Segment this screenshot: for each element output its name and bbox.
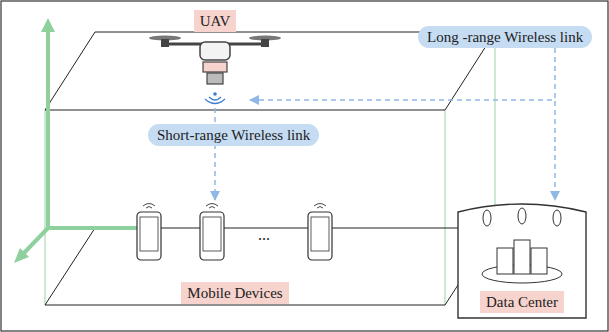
node-box: UAV (180, 10, 250, 108)
bottom-plane (45, 228, 495, 305)
data-center-building (458, 204, 586, 318)
drone-body (200, 42, 230, 60)
window (483, 210, 491, 226)
node-box: Mobile Devices (125, 200, 345, 304)
node-label: Data Center (480, 291, 564, 313)
node-box: Data Center (458, 200, 586, 313)
node-label: UAV (194, 10, 237, 32)
leader-line (554, 48, 556, 100)
wireless-link (250, 100, 555, 200)
server (531, 248, 547, 274)
wireless-link (214, 108, 216, 200)
building-outline (458, 204, 586, 318)
link-label: Long -range Wireless link (418, 26, 592, 48)
axes (14, 18, 162, 263)
box-edge (494, 32, 495, 228)
signal-waves (205, 97, 225, 104)
signal-dot (213, 92, 217, 96)
server (514, 240, 530, 274)
axis-head (41, 18, 55, 32)
axis-head (14, 248, 29, 263)
phone (308, 204, 332, 261)
ellipsis-label: ... (258, 226, 270, 244)
axis-line (23, 228, 48, 254)
phone (137, 204, 161, 261)
box-edge (44, 110, 45, 305)
motor (161, 39, 169, 47)
axis-line (48, 226, 150, 230)
node-label: Mobile Devices (181, 282, 288, 304)
axis-line (46, 30, 50, 228)
uav-drone (149, 36, 281, 104)
link-label: Short-range Wireless link (148, 124, 319, 146)
window (518, 208, 526, 224)
phone (200, 204, 224, 261)
server (497, 248, 513, 274)
box-edge (444, 110, 445, 305)
drone-gimbal (207, 73, 223, 84)
drone-camera (203, 62, 227, 72)
motor (261, 39, 269, 47)
phones (137, 204, 332, 261)
window (553, 210, 561, 226)
